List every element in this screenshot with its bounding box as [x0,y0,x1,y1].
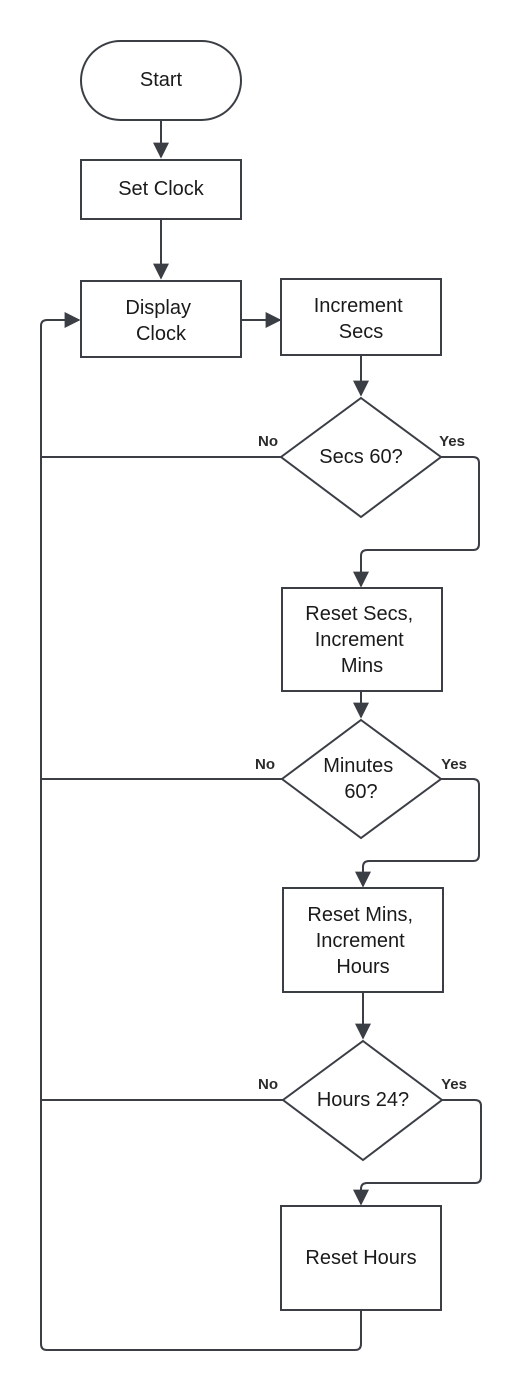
reset-mins-label: Reset Mins, Increment Hours [307,904,418,978]
increment-secs-process: Increment Secs [280,278,442,356]
reset-secs-label: Reset Secs, Increment Mins [305,603,418,677]
reset-hours-process: Reset Hours [280,1205,442,1311]
hours-24-decision: Hours 24? [281,1039,444,1162]
mins-no-label: No [255,756,275,773]
edge-hours-yes [353,1099,482,1206]
minutes-60-decision: Minutes 60? [280,718,443,840]
mins-yes-label: Yes [441,756,467,773]
hours-no-label: No [258,1076,278,1093]
set-clock-label: Set Clock [118,178,205,200]
increment-secs-label: Increment Secs [314,295,409,343]
reset-mins-process: Reset Mins, Increment Hours [282,887,444,993]
edge-secs-yes [353,456,480,588]
edge-labels: No Yes No Yes No Yes [255,433,467,1093]
reset-secs-process: Reset Secs, Increment Mins [281,587,443,692]
secs-60-decision: Secs 60? [279,396,443,519]
reset-hours-label: Reset Hours [305,1247,416,1269]
secs-no-label: No [258,433,278,450]
minutes-60-label: Minutes 60? [323,755,399,803]
secs-yes-label: Yes [439,433,465,450]
edges [40,120,482,1351]
set-clock-process: Set Clock [80,159,242,220]
edge-reset-hours-loop-back [40,312,362,1351]
hours-yes-label: Yes [441,1076,467,1093]
secs-60-label: Secs 60? [319,446,402,468]
hours-24-label: Hours 24? [317,1089,409,1111]
start-label: Start [140,69,183,91]
display-clock-process: Display Clock [80,280,242,358]
edge-mins-yes [355,778,480,888]
start-terminal: Start [80,40,242,121]
display-clock-label: Display Clock [125,297,196,345]
